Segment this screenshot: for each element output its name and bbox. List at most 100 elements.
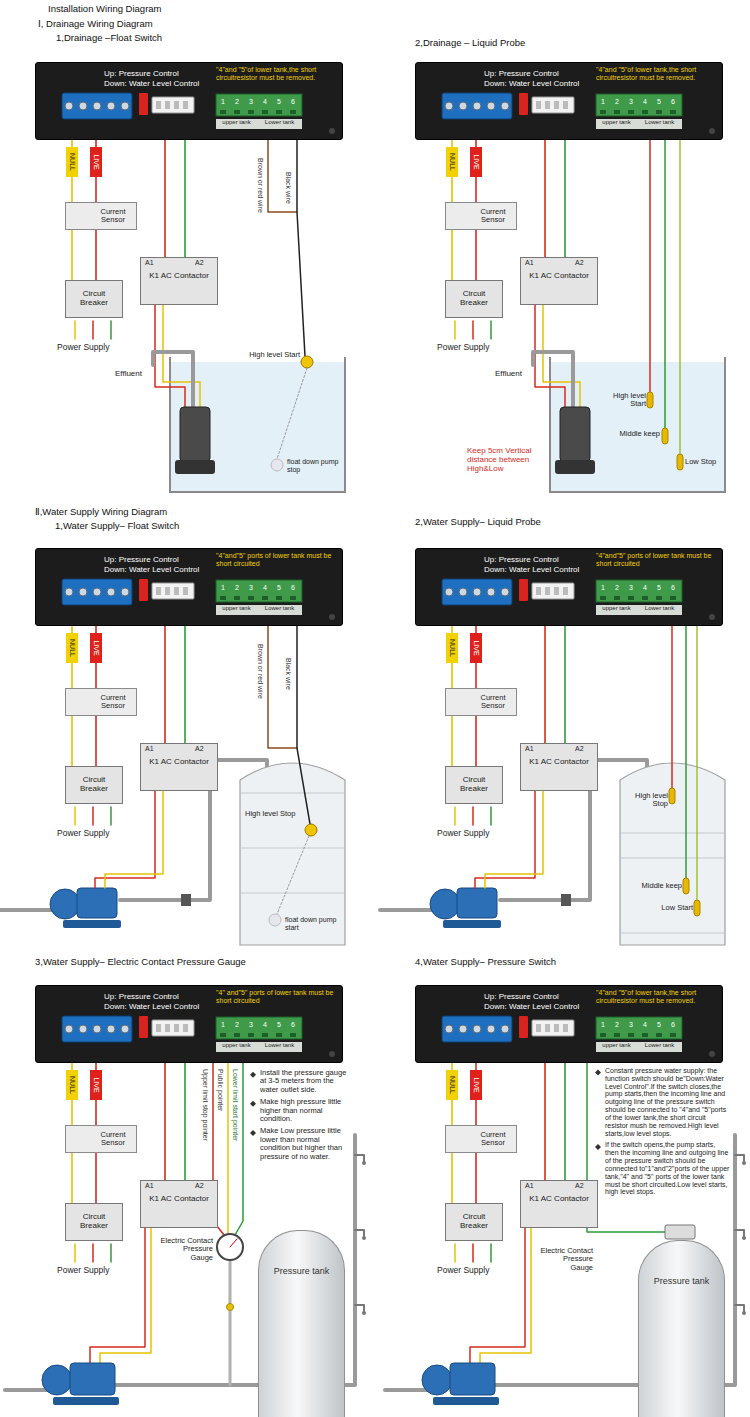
terminal-screw [445, 1025, 453, 1033]
terminal-slot [642, 596, 648, 600]
connector-slot [536, 1024, 541, 1032]
wire-line [485, 791, 543, 888]
controller-box: Up: Pressure ControlDown: Water Level Co… [35, 548, 343, 626]
terminal-screw [65, 588, 73, 596]
pump-head [42, 1365, 72, 1395]
terminal-name: A2 [575, 259, 591, 267]
valve [561, 894, 571, 906]
terminal-slot [262, 1033, 268, 1037]
wire-line [472, 1244, 474, 1262]
pump-base [63, 920, 121, 928]
terminal-number: 1 [596, 98, 610, 106]
level-probe [694, 900, 700, 916]
terminal-number: 3 [624, 1021, 638, 1029]
connector-slot [165, 1024, 170, 1032]
wire-tag: NULL [66, 633, 78, 663]
box-label: K1 AC Contactor [524, 1195, 594, 1204]
connector-slot [156, 1024, 161, 1032]
mount-hole [329, 1051, 335, 1057]
box-label: Circuit Breaker [69, 776, 119, 794]
terminal-name: A1 [525, 1182, 541, 1190]
wire-line [153, 352, 193, 407]
terminal-number: 6 [286, 584, 300, 592]
terminal-block [62, 579, 132, 605]
terminal-slot [656, 596, 662, 600]
terminal-slot [628, 1033, 634, 1037]
wire-connector [452, 1153, 453, 1203]
wire-line [100, 1228, 151, 1363]
wiring-note: "4"and"5" ports of lower tank must be sh… [216, 552, 341, 567]
section-heading: 4,Water Supply– Pressure Switch [415, 957, 556, 968]
terminal-group-label: Lower tank [638, 119, 681, 126]
terminal-screw [79, 1025, 87, 1033]
wire-connector [165, 140, 166, 257]
wire-line [110, 321, 112, 339]
terminal-number: 4 [638, 1021, 652, 1029]
wire-line [95, 1153, 97, 1203]
terminal-number: 5 [272, 584, 286, 592]
install-note: Make Low pressure little lower than norm… [260, 1127, 348, 1161]
wire-line [696, 626, 698, 900]
wire-line [454, 807, 456, 825]
wire-connector-line [451, 1153, 453, 1203]
mode-label: Up: Pressure Control [484, 556, 559, 565]
box-label: Circuit Breaker [449, 290, 499, 308]
connector-slot [183, 587, 188, 595]
panel-illustration [0, 626, 345, 945]
terminal-screw [445, 588, 453, 596]
power-supply-label: Power Supply [57, 1266, 109, 1276]
wire-connector [545, 1063, 546, 1180]
relay-connector [152, 97, 194, 113]
wire-line [470, 1228, 525, 1363]
wire-connector [452, 716, 453, 766]
wire-label: Black wire [283, 658, 293, 690]
terminal-number: 4 [258, 584, 272, 592]
terminal-screw [93, 588, 101, 596]
tap-drop [742, 1236, 746, 1240]
wire-line [475, 230, 477, 280]
wire-tag: NULL [446, 1070, 458, 1100]
tank-wall [170, 357, 345, 492]
wire-line [297, 140, 305, 356]
current-sensor-box: Current Sensor [65, 202, 137, 230]
level-probe [677, 454, 683, 470]
terminal-screw [107, 1025, 115, 1033]
terminal-tag-strip [216, 1042, 302, 1052]
install-note: If the switch opens,the pump starts, the… [605, 1141, 730, 1196]
level-label: Low Start [643, 904, 693, 912]
terminal-group-label: upper tank [595, 119, 638, 126]
tank-wall [550, 357, 725, 492]
terminal-screw [93, 1025, 101, 1033]
pump-head [50, 889, 80, 919]
terminal-name: A1 [525, 259, 541, 267]
wire-line [490, 321, 492, 339]
controller-panel [36, 549, 342, 625]
terminal-strip [216, 94, 302, 116]
terminal-number: 1 [216, 1021, 230, 1029]
wire-line [241, 848, 344, 849]
level-label: High level Stop [618, 792, 668, 809]
terminal-number: 4 [258, 1021, 272, 1029]
terminal-screw [459, 588, 467, 596]
terminal-number: 6 [286, 98, 300, 106]
terminal-slot [290, 596, 296, 600]
mode-label: Up: Pressure Control [484, 70, 559, 79]
install-note: Make high pressure little higher than no… [260, 1098, 348, 1123]
mode-label: Down: Water Level Control [104, 566, 199, 575]
box-label: K1 AC Contactor [524, 758, 594, 767]
wire-tag: LIVE [470, 147, 482, 177]
terminal-screw [473, 1025, 481, 1033]
terminal-number: 3 [244, 98, 258, 106]
wire-connector-line [71, 230, 73, 280]
terminal-slot [600, 596, 606, 600]
float-switch [269, 914, 281, 926]
box-label: Pressure tank [639, 1277, 724, 1287]
level-label: High level Stop [245, 810, 303, 818]
terminal-number: 2 [610, 1021, 624, 1029]
device-label: Electric Contact Pressure Gauge [539, 1247, 593, 1272]
level-label: High level Start [238, 351, 300, 359]
wire-connector-line [164, 140, 166, 257]
wire-connector-line [71, 716, 73, 766]
wire-line [184, 626, 186, 743]
box-label: Current Sensor [92, 694, 134, 711]
